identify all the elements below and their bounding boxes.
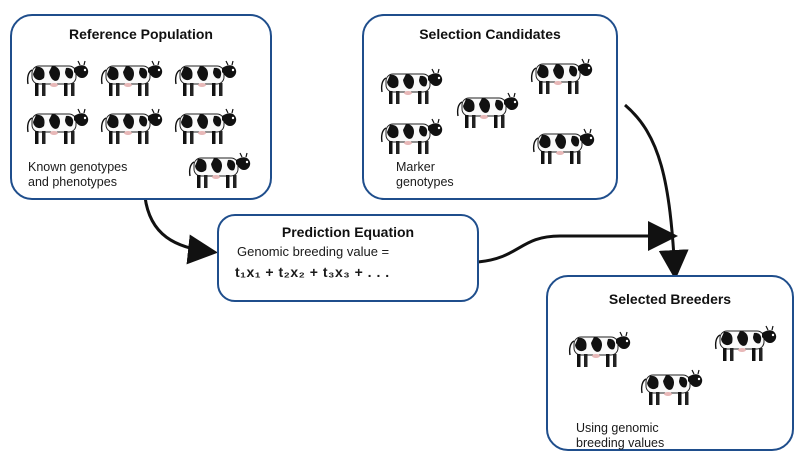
cow-icon bbox=[530, 58, 593, 94]
prediction-equation-formula: t₁x₁ + t₂x₂ + t₃x₃ + . . . bbox=[235, 264, 390, 280]
cow-icon bbox=[174, 108, 237, 144]
prediction-equation-title: Prediction Equation bbox=[281, 224, 415, 240]
reference-cow bbox=[22, 104, 92, 153]
prediction-subtitle: Genomic breeding value = bbox=[237, 244, 390, 259]
cow-icon bbox=[714, 325, 777, 361]
selection-candidates-box: Selection Candidates bbox=[362, 14, 618, 200]
cow-icon bbox=[380, 68, 443, 104]
breeders-caption: Using genomic breeding values bbox=[576, 421, 664, 451]
cow-icon bbox=[640, 369, 703, 405]
cow-icon bbox=[380, 118, 443, 154]
cow-icon bbox=[188, 152, 251, 188]
reference-caption-line2: and phenotypes bbox=[28, 175, 117, 189]
candidate-cow bbox=[528, 124, 598, 173]
cow-icon bbox=[532, 128, 595, 164]
reference-cow bbox=[170, 56, 240, 105]
cow-icon bbox=[456, 92, 519, 128]
reference-population-box: Reference Population bbox=[10, 14, 272, 200]
breeders-caption-line2: breeding values bbox=[576, 436, 665, 450]
candidate-cow bbox=[376, 64, 446, 113]
breeders-caption-line1: Using genomic bbox=[576, 421, 659, 435]
cow-icon bbox=[26, 108, 89, 144]
cow-icon bbox=[174, 60, 237, 96]
selection-candidates-title: Selection Candidates bbox=[419, 26, 561, 42]
reference-population-title: Reference Population bbox=[69, 26, 213, 42]
candidate-cow bbox=[376, 114, 446, 163]
selected-breeders-title: Selected Breeders bbox=[608, 291, 732, 307]
cow-icon bbox=[26, 60, 89, 96]
prediction-equation-box: Prediction Equation Genomic breeding val… bbox=[217, 214, 479, 302]
reference-caption-line1: Known genotypes bbox=[28, 160, 128, 174]
reference-cow bbox=[184, 148, 254, 197]
candidates-caption-line1: Marker bbox=[396, 160, 435, 174]
breeder-cow bbox=[710, 321, 780, 370]
arrow-prediction-to-breeders bbox=[477, 221, 678, 264]
arrow-reference-to-prediction bbox=[143, 196, 218, 265]
candidates-caption: Marker genotypes bbox=[396, 160, 454, 190]
candidate-cow bbox=[526, 54, 596, 103]
reference-cow bbox=[96, 56, 166, 105]
cow-icon bbox=[100, 60, 163, 96]
cow-icon bbox=[100, 108, 163, 144]
cow-icon bbox=[568, 331, 631, 367]
reference-caption: Known genotypes and phenotypes bbox=[28, 160, 127, 190]
reference-cow bbox=[22, 56, 92, 105]
reference-cow bbox=[96, 104, 166, 153]
selected-breeders-box: Selected Breeders Using genomic breeding… bbox=[546, 275, 794, 451]
breeder-cow bbox=[636, 365, 706, 414]
arrow-candidates-to-breeders bbox=[624, 103, 689, 280]
reference-cow bbox=[170, 104, 240, 153]
candidate-cow bbox=[452, 88, 522, 137]
candidates-caption-line2: genotypes bbox=[396, 175, 454, 189]
breeder-cow bbox=[564, 327, 634, 376]
